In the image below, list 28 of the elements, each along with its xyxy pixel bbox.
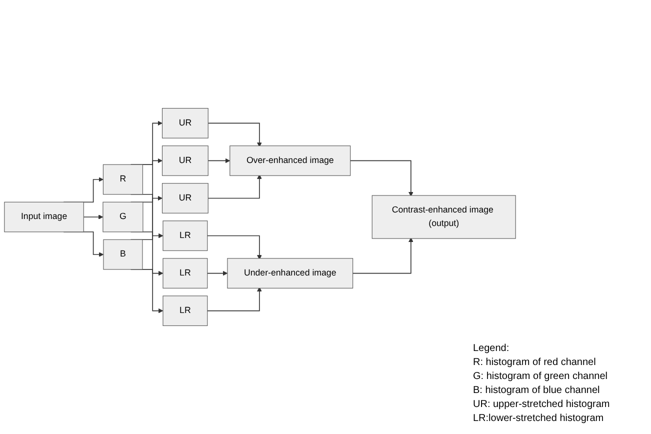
node-box: B	[103, 239, 143, 270]
node-box: Contrast-enhanced image (output)	[372, 195, 516, 239]
legend-entry: UR: upper-stretched histogram	[473, 398, 611, 412]
node-box: UR	[162, 146, 208, 176]
arrow	[208, 122, 262, 148]
node-box: Over-enhanced image	[230, 146, 351, 176]
arrow	[83, 214, 104, 220]
arrow	[350, 160, 414, 197]
node-box: Under-enhanced image	[227, 258, 354, 288]
arrow	[208, 174, 262, 199]
arrow	[208, 158, 230, 164]
legend-title: Legend:	[473, 342, 510, 356]
node-box: UR	[162, 183, 208, 214]
node-box: Input image	[4, 202, 84, 232]
arrow	[206, 286, 262, 312]
legend-entry: LR:lower-stretched histogram	[473, 412, 605, 426]
legend-entry: G: histogram of green channel	[473, 370, 609, 384]
node-box: G	[102, 202, 144, 232]
node-box: LR	[162, 258, 208, 288]
node-box: UR	[162, 108, 208, 138]
arrow	[352, 237, 414, 274]
arrow	[206, 235, 262, 260]
legend-entry: B: histogram of blue channel	[473, 384, 601, 398]
node-box: LR	[162, 296, 208, 326]
node-box: LR	[162, 220, 208, 251]
arrow	[206, 270, 228, 276]
node-box: R	[102, 164, 143, 195]
legend-entry: R: histogram of red channel	[473, 356, 597, 370]
